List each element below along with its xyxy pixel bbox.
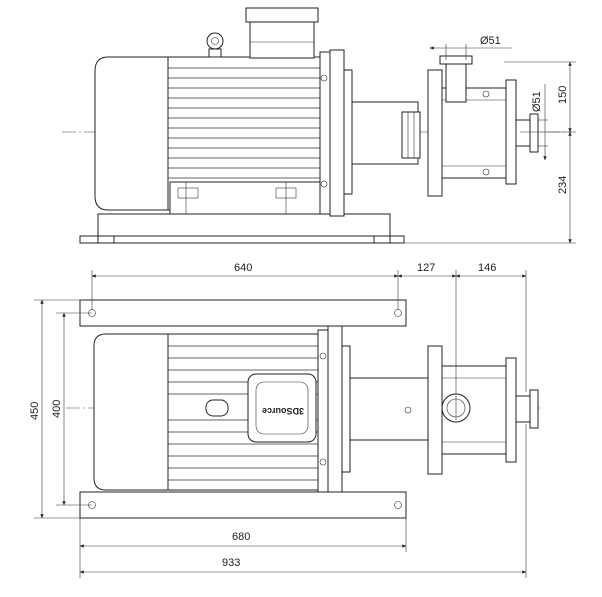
terminal-box-cap <box>245 7 319 23</box>
lifting-eye <box>206 32 224 50</box>
outlet-pipe <box>445 61 467 103</box>
dim-width-640: 640 <box>234 262 252 274</box>
dim-width-127: 127 <box>417 262 435 274</box>
dim-height-150: 150 <box>557 86 569 104</box>
motor-end-cover-top <box>93 333 169 491</box>
top-view: 3DSource 640 127 146 <box>29 262 540 578</box>
dim-width-680: 680 <box>232 531 250 543</box>
base-rail-bottom <box>79 491 407 519</box>
dim-depth-450: 450 <box>29 402 41 420</box>
side-view: Ø51 Ø51 150 234 <box>62 7 576 244</box>
terminal-box-top <box>247 373 317 443</box>
logo-text: 3DSource <box>262 406 304 416</box>
side-base-foot <box>79 235 405 244</box>
pump-body <box>441 87 507 179</box>
motor-end-cover <box>94 56 169 211</box>
pump-flange-top <box>427 345 443 475</box>
bracket-plate-top <box>327 325 343 493</box>
dim-width-933: 933 <box>222 557 240 569</box>
bracket-plate <box>329 49 345 217</box>
pump-cover <box>505 79 517 185</box>
dim-outlet-diameter: Ø51 <box>480 35 501 47</box>
side-base-frame <box>97 213 391 237</box>
lifting-eye-top <box>205 399 229 417</box>
base-rail-top <box>79 299 407 327</box>
dim-depth-400: 400 <box>51 400 63 418</box>
terminal-box <box>249 21 315 59</box>
coupling <box>401 111 421 159</box>
inlet-pipe <box>515 119 531 147</box>
lantern-top <box>349 377 429 441</box>
dim-height-234: 234 <box>557 176 569 194</box>
pump-flange <box>427 69 443 197</box>
motor-fins <box>168 67 320 179</box>
inlet-pipe-top <box>515 395 531 423</box>
pump-body-top <box>441 365 507 455</box>
dim-width-146: 146 <box>478 262 496 274</box>
dim-inlet-diameter: Ø51 <box>531 91 543 112</box>
